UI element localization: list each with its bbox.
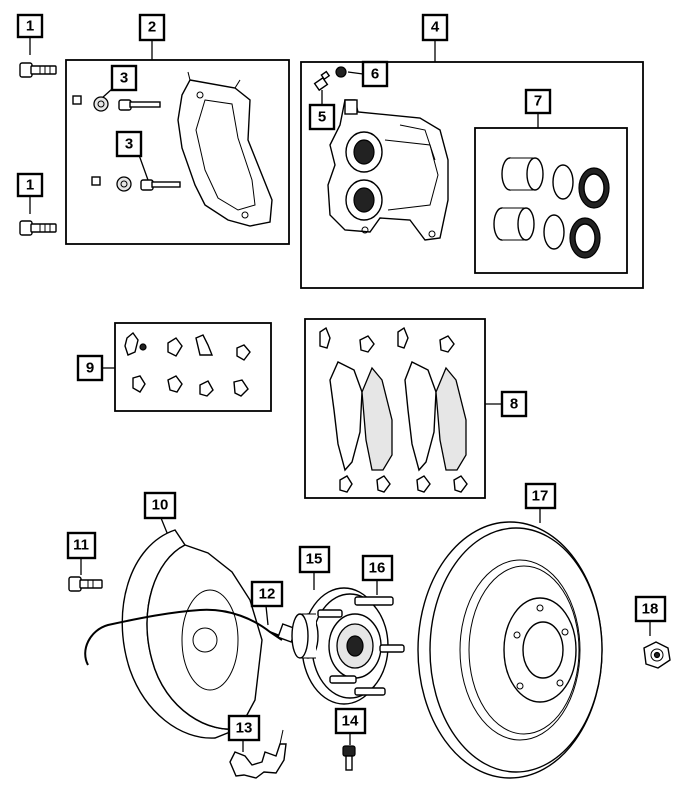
svg-text:13: 13 — [236, 720, 253, 737]
leader-lines — [29, 37, 651, 752]
callout-12: 12 — [250, 580, 284, 608]
brake-rotor — [417, 521, 603, 779]
callout-9: 9 — [76, 354, 104, 382]
hub-bolt — [68, 576, 103, 592]
svg-text:9: 9 — [86, 360, 94, 377]
svg-text:1: 1 — [26, 18, 34, 35]
svg-text:15: 15 — [306, 551, 323, 568]
caliper-assembly-box — [300, 61, 644, 289]
guide-pin-upper — [72, 95, 161, 112]
caliper-piston-seal-kit — [493, 157, 610, 259]
svg-text:5: 5 — [318, 109, 326, 126]
callout-5: 5 — [308, 103, 336, 131]
callout-18: 18 — [634, 595, 667, 623]
bleeder-cap — [335, 66, 347, 78]
svg-text:17: 17 — [532, 488, 549, 505]
callout-1-upper: 1 — [16, 13, 44, 39]
pad-hardware-kit-box — [114, 322, 272, 412]
svg-text:4: 4 — [431, 19, 440, 36]
callout-6: 6 — [361, 60, 389, 88]
callout-17: 17 — [524, 482, 557, 510]
pad-hardware-clips — [124, 331, 251, 397]
svg-text:14: 14 — [342, 713, 359, 730]
sensor-wire-bracket — [229, 729, 287, 779]
callout-13: 13 — [227, 714, 261, 742]
svg-text:7: 7 — [534, 93, 542, 110]
callout-4: 4 — [421, 13, 449, 42]
svg-text:12: 12 — [259, 586, 276, 603]
svg-text:2: 2 — [148, 19, 156, 36]
wheel-studs — [317, 596, 405, 696]
brake-splash-shield — [121, 529, 263, 739]
caliper-seal-kit-box — [474, 127, 628, 274]
svg-text:16: 16 — [369, 560, 386, 577]
caliper-bolt-lower — [19, 220, 57, 236]
svg-text:3: 3 — [120, 70, 128, 87]
callout-14: 14 — [334, 707, 367, 735]
bleeder-screw — [313, 70, 331, 92]
svg-text:1: 1 — [26, 177, 34, 194]
guide-pin-lower — [91, 176, 181, 192]
callout-3-upper: 3 — [110, 64, 138, 92]
callout-10: 10 — [143, 491, 177, 520]
brake-caliper — [327, 99, 449, 241]
svg-text:6: 6 — [371, 66, 379, 83]
callout-7: 7 — [524, 88, 552, 115]
caliper-bracket-kit-box — [65, 59, 290, 245]
svg-text:18: 18 — [642, 601, 659, 618]
sensor-screw — [342, 745, 356, 771]
brake-pad-set — [319, 326, 468, 493]
callout-11: 11 — [66, 531, 97, 560]
callout-8: 8 — [500, 390, 528, 418]
svg-text:8: 8 — [510, 396, 518, 413]
brake-pad-kit-box — [304, 318, 486, 499]
callout-1-lower: 1 — [16, 172, 44, 198]
callout-3-lower: 3 — [115, 130, 143, 158]
svg-text:3: 3 — [125, 136, 133, 153]
svg-text:10: 10 — [152, 497, 169, 514]
lug-nut — [643, 641, 671, 669]
svg-text:11: 11 — [73, 537, 89, 554]
callout-15: 15 — [298, 545, 331, 574]
callout-16: 16 — [361, 554, 394, 582]
caliper-bracket — [177, 71, 273, 227]
caliper-bolt-upper — [19, 62, 57, 78]
callout-2: 2 — [138, 13, 166, 42]
